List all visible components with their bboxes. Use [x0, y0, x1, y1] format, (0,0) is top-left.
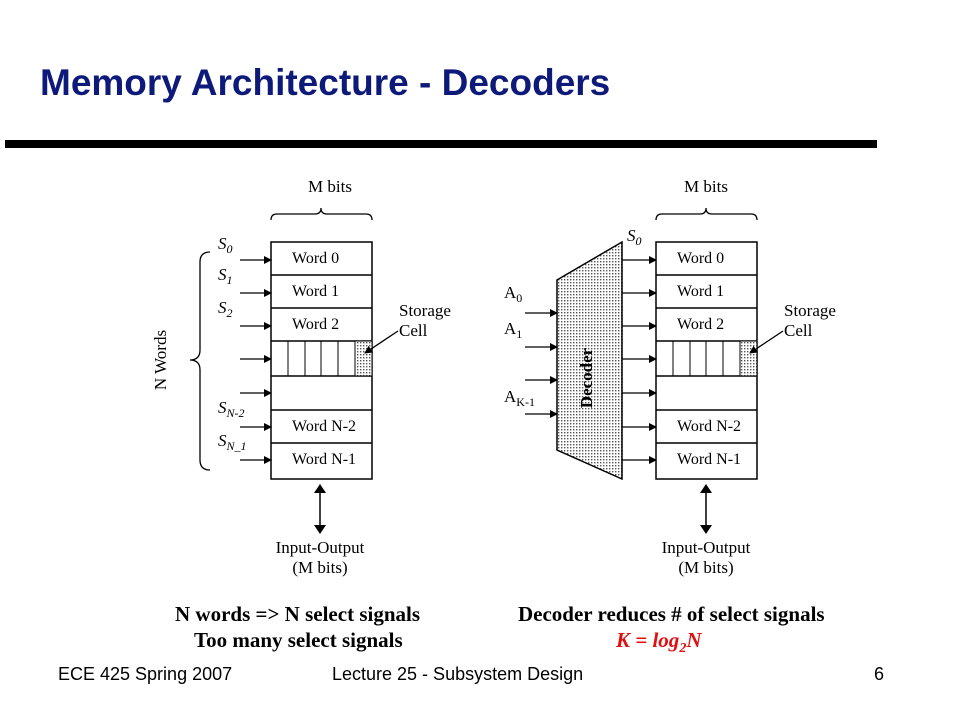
address-input-label: A0	[504, 283, 522, 305]
left-select-signal: S2	[218, 298, 233, 320]
decoder-block	[556, 240, 623, 481]
left-word-label: Word 1	[292, 283, 339, 300]
address-input-arrows	[525, 309, 558, 418]
slide-title: Memory Architecture - Decoders	[40, 62, 611, 103]
right-word-label: Word 2	[677, 316, 724, 333]
right-word-label: Word N-2	[677, 418, 741, 435]
left-storage-pointer	[364, 330, 399, 354]
right-storage-label: Storage	[784, 301, 836, 320]
decoder-label: Decoder	[577, 347, 596, 408]
right-bits-brace	[655, 207, 758, 221]
left-word-label: Word 0	[292, 250, 339, 267]
left-bit-cells	[287, 340, 373, 377]
left-word-label: Word N-2	[292, 418, 356, 435]
right-select-signal: S0	[627, 226, 642, 248]
decoder-formula: K = log2N	[616, 628, 702, 657]
right-word-label: Word 0	[677, 250, 724, 267]
left-select-signal: S1	[218, 265, 233, 287]
right-io-label: (M bits)	[678, 558, 733, 577]
address-input-label: AK-1	[504, 387, 535, 409]
left-bits-label: M bits	[308, 177, 352, 196]
left-io-label: (M bits)	[292, 558, 347, 577]
left-storage-label: Storage	[399, 301, 451, 320]
right-storage-cell	[739, 340, 758, 377]
left-caption-line2: Too many select signals	[194, 628, 403, 652]
right-caption-line1: Decoder reduces # of select signals	[518, 602, 825, 626]
title-rule	[5, 140, 877, 148]
left-word-label: Word N-1	[292, 451, 356, 468]
left-words-label: N Words	[151, 330, 170, 390]
left-words-brace	[189, 251, 211, 471]
right-storage-label: Cell	[784, 321, 813, 340]
right-word-label: Word N-1	[677, 451, 741, 468]
left-io-label: Input-Output	[276, 538, 365, 557]
left-word-label: Word 2	[292, 316, 339, 333]
left-select-signal: SN-2	[218, 398, 245, 420]
right-io-label: Input-Output	[662, 538, 751, 557]
left-select-arrows	[240, 256, 272, 464]
left-select-signal: S0	[218, 234, 233, 256]
left-bits-brace	[270, 207, 373, 221]
footer-lecture: Lecture 25 - Subsystem Design	[332, 664, 584, 684]
right-memory-array: M bits Word 0 Word 1 Word 2 Word N-2 Wor…	[504, 177, 836, 577]
left-storage-cell	[354, 340, 373, 377]
left-storage-label: Cell	[399, 321, 428, 340]
right-bits-label: M bits	[684, 177, 728, 196]
right-storage-pointer	[749, 330, 784, 354]
footer-course: ECE 425 Spring 2007	[58, 664, 233, 684]
decoder-output-arrows	[622, 256, 657, 464]
left-caption-line1: N words => N select signals	[175, 602, 421, 626]
address-input-label: A1	[504, 319, 522, 341]
left-memory-array: M bits Word 0 Word 1 Word 2 Word N-2 Wor…	[151, 177, 451, 577]
left-select-signal: SN_1	[218, 431, 247, 453]
footer-page-number: 6	[874, 664, 885, 684]
right-word-label: Word 1	[677, 283, 724, 300]
